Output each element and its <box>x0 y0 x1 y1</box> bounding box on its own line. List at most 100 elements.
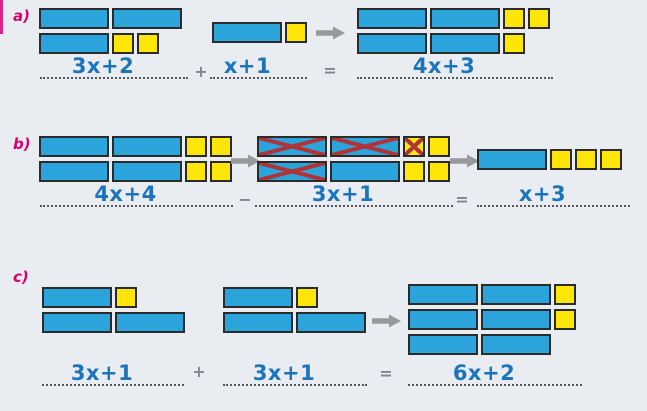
tile-row <box>212 22 307 43</box>
unit-tile <box>600 149 622 170</box>
part-label-c: c) <box>13 268 29 286</box>
answer-line-a-result: 4x+3 <box>357 52 553 79</box>
minus-operator: − <box>238 190 252 209</box>
equals-operator: = <box>379 364 393 383</box>
tile-group-a-result <box>357 8 550 54</box>
tile-row <box>257 136 450 157</box>
caption-text: 3x+1 <box>70 360 134 385</box>
unit-tile <box>296 287 318 308</box>
tile-row <box>39 161 232 182</box>
x-tile <box>481 309 551 330</box>
x-tile-crossed <box>330 136 400 157</box>
tile-row <box>42 287 185 308</box>
x-tile <box>223 312 293 333</box>
tile-group-b-result <box>477 149 622 170</box>
x-tile <box>42 287 112 308</box>
x-tile-crossed <box>257 136 327 157</box>
x-tile <box>296 312 366 333</box>
answer-line-b-operand1: 4x+4 <box>40 180 233 207</box>
answer-line-b-result: x+3 <box>477 180 630 207</box>
caption-text: 4x+4 <box>94 181 157 206</box>
x-tile <box>39 33 109 54</box>
x-tile <box>481 334 551 355</box>
unit-tile <box>528 8 550 29</box>
tile-row <box>408 334 576 355</box>
unit-tile <box>137 33 159 54</box>
unit-tile <box>210 136 232 157</box>
unit-tile <box>428 161 450 182</box>
plus-operator: + <box>194 62 208 81</box>
unit-tile <box>285 22 307 43</box>
x-tile <box>115 312 185 333</box>
unit-tile <box>403 161 425 182</box>
x-tile <box>408 334 478 355</box>
tile-row <box>39 8 182 29</box>
tile-row <box>408 309 576 330</box>
arrow-right-icon <box>372 313 402 332</box>
unit-tile <box>554 309 576 330</box>
tile-row <box>39 33 182 54</box>
part-label-b: b) <box>13 135 31 153</box>
x-tile <box>430 8 500 29</box>
unit-tile <box>112 33 134 54</box>
x-tile-crossed <box>257 161 327 182</box>
answer-line-a-operand1: 3x+2 <box>40 52 188 79</box>
tile-group-a-operand1 <box>39 8 182 54</box>
arrow-right-icon <box>316 25 346 44</box>
tile-group-b-operand1 <box>39 136 232 182</box>
unit-tile-crossed <box>403 136 425 157</box>
x-tile <box>112 136 182 157</box>
tile-row <box>223 287 366 308</box>
unit-tile <box>210 161 232 182</box>
unit-tile <box>185 161 207 182</box>
arrow-right-icon <box>231 153 261 172</box>
x-tile <box>477 149 547 170</box>
tile-row <box>42 312 185 333</box>
unit-tile <box>115 287 137 308</box>
answer-line-c-operand1: 3x+1 <box>42 359 184 386</box>
x-tile <box>39 8 109 29</box>
x-tile <box>330 161 400 182</box>
tile-row <box>223 312 366 333</box>
tile-row <box>39 136 232 157</box>
equals-operator: = <box>323 61 337 80</box>
answer-line-a-operand2: x+1 <box>210 52 307 79</box>
x-tile <box>112 8 182 29</box>
unit-tile <box>503 33 525 54</box>
unit-tile <box>428 136 450 157</box>
answer-line-c-operand2: 3x+1 <box>223 359 367 386</box>
tile-group-c-result <box>408 284 576 355</box>
x-tile <box>357 33 427 54</box>
x-tile <box>42 312 112 333</box>
caption-text: x+3 <box>518 181 567 206</box>
x-tile <box>357 8 427 29</box>
caption-text: 6x+2 <box>452 360 516 385</box>
caption-text: 3x+2 <box>71 53 135 78</box>
answer-line-c-result: 6x+2 <box>408 359 582 386</box>
tile-row <box>357 8 550 29</box>
unit-tile <box>185 136 207 157</box>
x-tile <box>408 309 478 330</box>
unit-tile <box>550 149 572 170</box>
tile-group-c-operand1 <box>42 287 185 333</box>
tile-row <box>477 149 622 170</box>
tile-group-c-operand2 <box>223 287 366 333</box>
plus-operator: + <box>192 362 206 381</box>
equals-operator: = <box>455 190 469 209</box>
unit-tile <box>554 284 576 305</box>
caption-text: 3x+1 <box>311 181 375 206</box>
caption-text: 3x+1 <box>252 360 316 385</box>
x-tile <box>223 287 293 308</box>
caption-text: x+1 <box>223 53 272 78</box>
x-tile <box>112 161 182 182</box>
x-tile <box>212 22 282 43</box>
tile-row <box>408 284 576 305</box>
x-tile <box>39 161 109 182</box>
x-tile <box>39 136 109 157</box>
tile-row <box>257 161 450 182</box>
x-tile <box>481 284 551 305</box>
page-edge-mark <box>0 0 3 34</box>
answer-line-b-operand2: 3x+1 <box>255 180 453 207</box>
x-tile <box>408 284 478 305</box>
